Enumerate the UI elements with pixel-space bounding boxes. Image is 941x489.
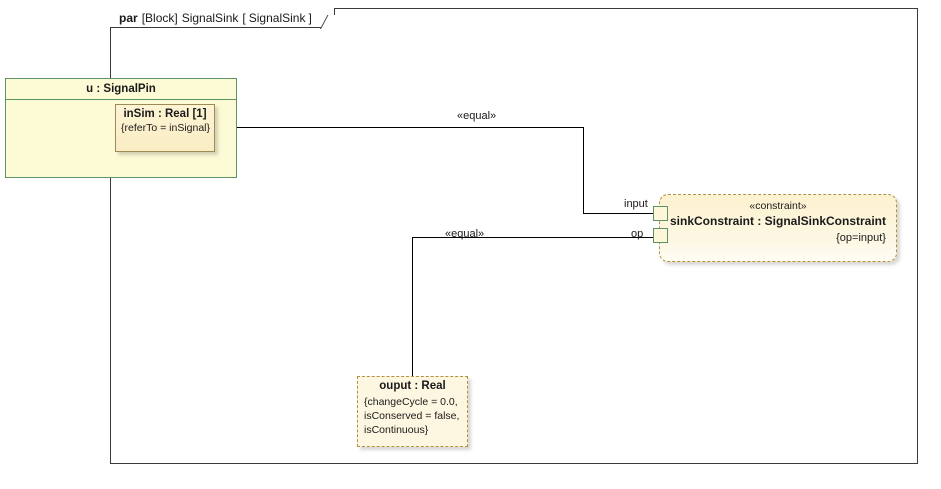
- diagram-frame: [110, 8, 918, 464]
- frame-model-name: SignalSink: [181, 10, 239, 25]
- frame-keyword: par: [119, 10, 138, 25]
- value-property-title: ouput : Real: [379, 380, 446, 392]
- port-input[interactable]: [653, 206, 668, 221]
- connector-equal-1-segment-h2[interactable]: [583, 213, 654, 214]
- value-property-line-3: isContinuous}: [364, 424, 429, 436]
- connector-equal-1-segment-v[interactable]: [583, 127, 584, 214]
- connector-equal-1-label: «equal»: [457, 110, 497, 122]
- constraint-expression: {op=input}: [836, 232, 886, 244]
- port-input-label: input: [624, 198, 648, 210]
- constraint-block-sinkconstraint[interactable]: «constraint» sinkConstraint : SignalSink…: [659, 194, 897, 262]
- port-op-label: op: [631, 228, 644, 240]
- connector-equal-2-segment-v[interactable]: [412, 237, 413, 377]
- frame-diagram-name: SignalSink: [248, 10, 306, 25]
- part-title: u : SignalPin: [6, 79, 236, 100]
- flow-property-insim[interactable]: inSim : Real [1] {referTo = inSignal}: [115, 104, 215, 152]
- value-property-line-2: isConserved = false,: [364, 410, 460, 422]
- value-property-line-1: {changeCycle = 0.0,: [364, 396, 458, 408]
- flow-property-constraint: {referTo = inSignal}: [121, 122, 211, 134]
- constraint-stereotype: «constraint»: [749, 200, 807, 212]
- frame-close-bracket: ]: [308, 10, 312, 25]
- frame-open-bracket: [: [242, 10, 246, 25]
- diagram-frame-header: par [Block] SignalSink [ SignalSink ]: [110, 8, 343, 29]
- connector-equal-1-segment-h1[interactable]: [215, 127, 584, 128]
- port-op[interactable]: [653, 228, 668, 243]
- connector-equal-2-segment-h[interactable]: [412, 237, 654, 238]
- value-property-body: {changeCycle = 0.0, isConserved = false,…: [358, 395, 467, 441]
- flow-property-title: inSim : Real [1]: [123, 108, 207, 120]
- value-property-ouput[interactable]: ouput : Real {changeCycle = 0.0, isConse…: [357, 376, 468, 447]
- connector-equal-2-label: «equal»: [445, 228, 485, 240]
- constraint-name: sinkConstraint : SignalSinkConstraint: [669, 214, 887, 228]
- frame-type: [Block]: [141, 10, 178, 25]
